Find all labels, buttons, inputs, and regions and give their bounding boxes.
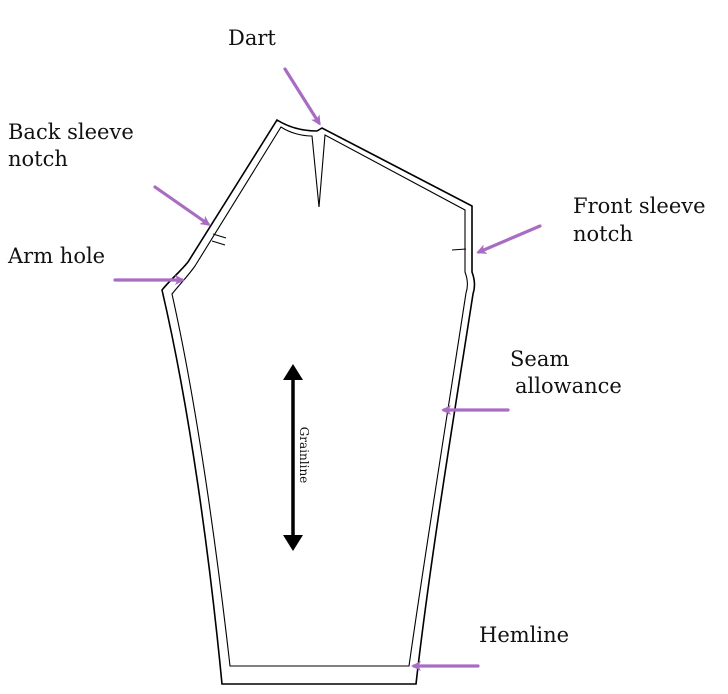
sleeve-outer-outline [161, 118, 476, 685]
back-sleeve-notch-label-line2: notch [8, 147, 68, 171]
dart-label: Dart [228, 26, 276, 50]
grainline-arrow [283, 364, 303, 551]
front-sleeve-notch-mark [451, 248, 467, 251]
dart-pointer-arrow [283, 67, 321, 126]
sleeve-inner-stitch-line [171, 126, 468, 667]
front-sleeve-notch-label-line1: Front sleeve [573, 194, 706, 218]
back-sleeve-notch-pointer-arrow [153, 185, 211, 226]
front-sleeve-notch-pointer-arrow [476, 224, 542, 254]
front-sleeve-notch-label-line2: notch [573, 222, 633, 246]
arm-hole-label: Arm hole [7, 244, 105, 268]
back-sleeve-notch-mark [211, 233, 227, 246]
grainline-label: Grainline [297, 427, 311, 484]
back-sleeve-notch-label-line1: Back sleeve [8, 120, 134, 144]
seam-allowance-label-line2: allowance [515, 374, 622, 398]
hemline-label: Hemline [479, 623, 569, 647]
seam-allowance-label-line1: Seam [510, 347, 569, 371]
